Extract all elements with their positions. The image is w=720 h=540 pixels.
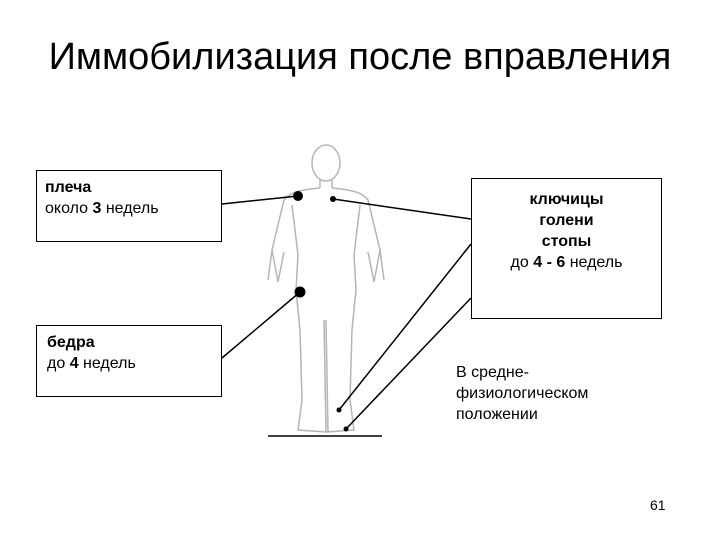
figure-torso [267, 187, 385, 291]
thigh-duration: до 4 недель [47, 355, 136, 372]
figure-legs [295, 289, 357, 433]
figure-neck [319, 180, 333, 188]
connector-shin [338, 243, 472, 411]
shoulder-label: плеча [45, 179, 92, 196]
connector-hip [221, 291, 301, 359]
human-silhouette [267, 144, 385, 433]
slide-title: Иммобилизация после вправления [48, 36, 672, 78]
foot-label: стопы [541, 233, 592, 250]
shin-label: голени [539, 212, 594, 229]
connector-shoulder [221, 195, 299, 205]
connector-foot [345, 297, 472, 430]
thigh-box: бедра до 4 недель [36, 325, 222, 397]
page-number: 61 [650, 497, 666, 513]
figure-arms [271, 249, 381, 283]
right-box-duration: до 4 - 6 недель [510, 254, 623, 271]
position-note: В средне- физиологическом положении [456, 364, 589, 423]
shoulder-box: плеча около 3 недель [36, 170, 222, 242]
clavicle-shin-foot-box: ключицы голени стопы до 4 - 6 недель [471, 178, 662, 319]
connector-clavicle [332, 198, 472, 220]
shoulder-duration: около 3 недель [45, 200, 159, 217]
figure-head [311, 144, 341, 182]
thigh-label: бедра [47, 334, 95, 351]
clavicle-label: ключицы [529, 191, 604, 208]
